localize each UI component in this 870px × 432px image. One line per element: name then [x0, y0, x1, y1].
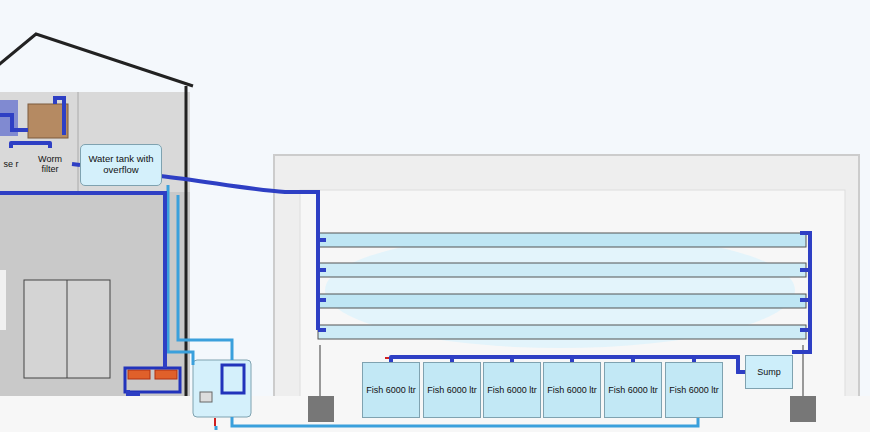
node-text: Fish 6000 ltr — [547, 385, 597, 395]
node-text: Fish 6000 ltr — [427, 385, 477, 395]
valve — [200, 392, 212, 402]
node-text: Fish 6000 ltr — [669, 385, 719, 395]
tank-filter — [222, 365, 244, 393]
door-split — [67, 280, 68, 378]
footing — [308, 396, 334, 422]
grow-beds — [318, 233, 806, 339]
house-wall — [185, 86, 188, 396]
drain — [214, 418, 216, 426]
house-lower — [0, 192, 190, 396]
fish-tank: Fish 6000 ltr — [665, 362, 723, 418]
fish-tank: Fish 6000 ltr — [604, 362, 662, 418]
worm-filter-label: Worm filter — [28, 148, 72, 180]
pipe-connector — [72, 164, 80, 165]
window — [0, 270, 6, 330]
pipe-connector — [11, 143, 50, 148]
roof — [0, 34, 193, 86]
footing — [790, 396, 816, 422]
wall — [78, 92, 79, 192]
pump — [128, 370, 150, 379]
post — [319, 345, 321, 396]
node-text: se r — [3, 159, 18, 169]
house-upper — [0, 92, 190, 192]
door — [24, 280, 110, 378]
filter-label: se r — [0, 148, 22, 180]
dark-pipes — [0, 98, 810, 394]
sump-tank: Sump — [745, 355, 793, 389]
light-pipes — [150, 150, 698, 430]
fish-tank: Fish 6000 ltr — [483, 362, 541, 418]
node-text: Water tank with overflow — [83, 154, 159, 176]
node-text: Fish 6000 ltr — [487, 385, 537, 395]
water-tank: Water tank with overflow — [80, 144, 162, 186]
greenhouse — [274, 155, 859, 397]
pump — [155, 370, 177, 379]
node-text: Sump — [757, 367, 781, 377]
fish-tank: Fish 6000 ltr — [423, 362, 481, 418]
pump-manifold — [125, 368, 180, 392]
node-text: Fish 6000 ltr — [366, 385, 416, 395]
collection-tank — [193, 360, 251, 417]
fish-tank: Fish 6000 ltr — [362, 362, 420, 418]
fish-tank: Fish 6000 ltr — [543, 362, 601, 418]
node-text: Worm filter — [30, 154, 70, 175]
node-text: Fish 6000 ltr — [608, 385, 658, 395]
